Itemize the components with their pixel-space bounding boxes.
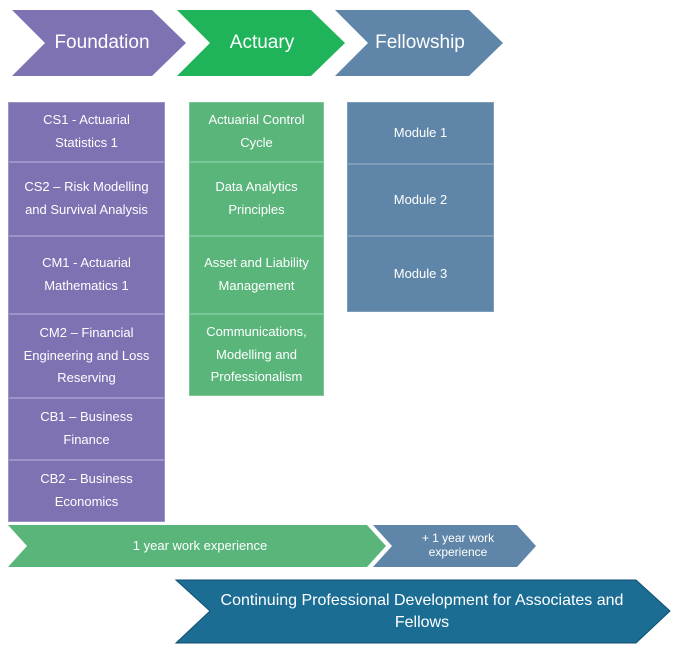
fellowship-chevron: [335, 10, 503, 76]
fellowship-module-3: Module 3: [347, 236, 494, 312]
work-experience-label: 1 year work experience: [132, 538, 268, 554]
stage-foundation-label: Foundation: [54, 32, 150, 54]
stage-fellowship-label: Fellowship: [375, 32, 465, 54]
foundation-chevron: [12, 10, 186, 76]
module-data-analytics-principles: Data Analytics Principles: [189, 162, 324, 236]
module-cs1: CS1 - Actuarial Statistics 1: [8, 102, 165, 162]
module-asset-liability-management: Asset and Liability Management: [189, 236, 324, 314]
actuary-chevron: [177, 10, 345, 76]
module-cs2: CS2 – Risk Modelling and Survival Analys…: [8, 162, 165, 236]
cpd-arrow: [174, 579, 671, 644]
fellowship-module-1: Module 1: [347, 102, 494, 164]
module-communications-modelling-professionalism: Communications, Modelling and Profession…: [189, 314, 324, 396]
additional-work-experience-label: + 1 year work experience: [421, 531, 495, 559]
module-cm2: CM2 – Financial Engineering and Loss Res…: [8, 314, 165, 398]
stage-actuary-label: Actuary: [229, 32, 295, 54]
module-cb1: CB1 – Business Finance: [8, 398, 165, 460]
module-cb2: CB2 – Business Economics: [8, 460, 165, 522]
module-cm1: CM1 - Actuarial Mathematics 1: [8, 236, 165, 314]
cpd-label: Continuing Professional Development for …: [220, 592, 624, 631]
additional-work-experience-arrow: [373, 525, 536, 567]
work-experience-arrow: [8, 525, 386, 567]
fellowship-module-2: Module 2: [347, 164, 494, 236]
module-actuarial-control-cycle: Actuarial Control Cycle: [189, 102, 324, 162]
